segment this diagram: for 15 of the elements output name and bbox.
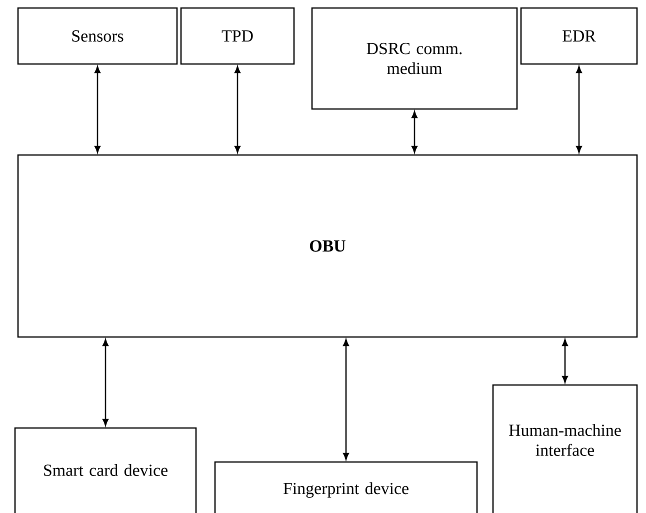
box: Sensors <box>17 7 178 65</box>
box: TPD <box>180 7 295 65</box>
box: Smart card device <box>14 427 197 513</box>
arrow <box>576 66 582 153</box>
box: EDR <box>520 7 638 65</box>
box: Human-machine interface <box>492 384 638 513</box>
arrow <box>94 66 100 153</box>
arrow <box>234 66 240 153</box>
arrow <box>562 339 568 383</box>
arrow <box>412 111 418 153</box>
box: DSRC comm. medium <box>311 7 518 110</box>
arrow <box>102 339 108 426</box>
box: Fingerprint device <box>214 461 478 513</box>
box: OBU <box>17 154 638 338</box>
arrow <box>343 339 349 460</box>
